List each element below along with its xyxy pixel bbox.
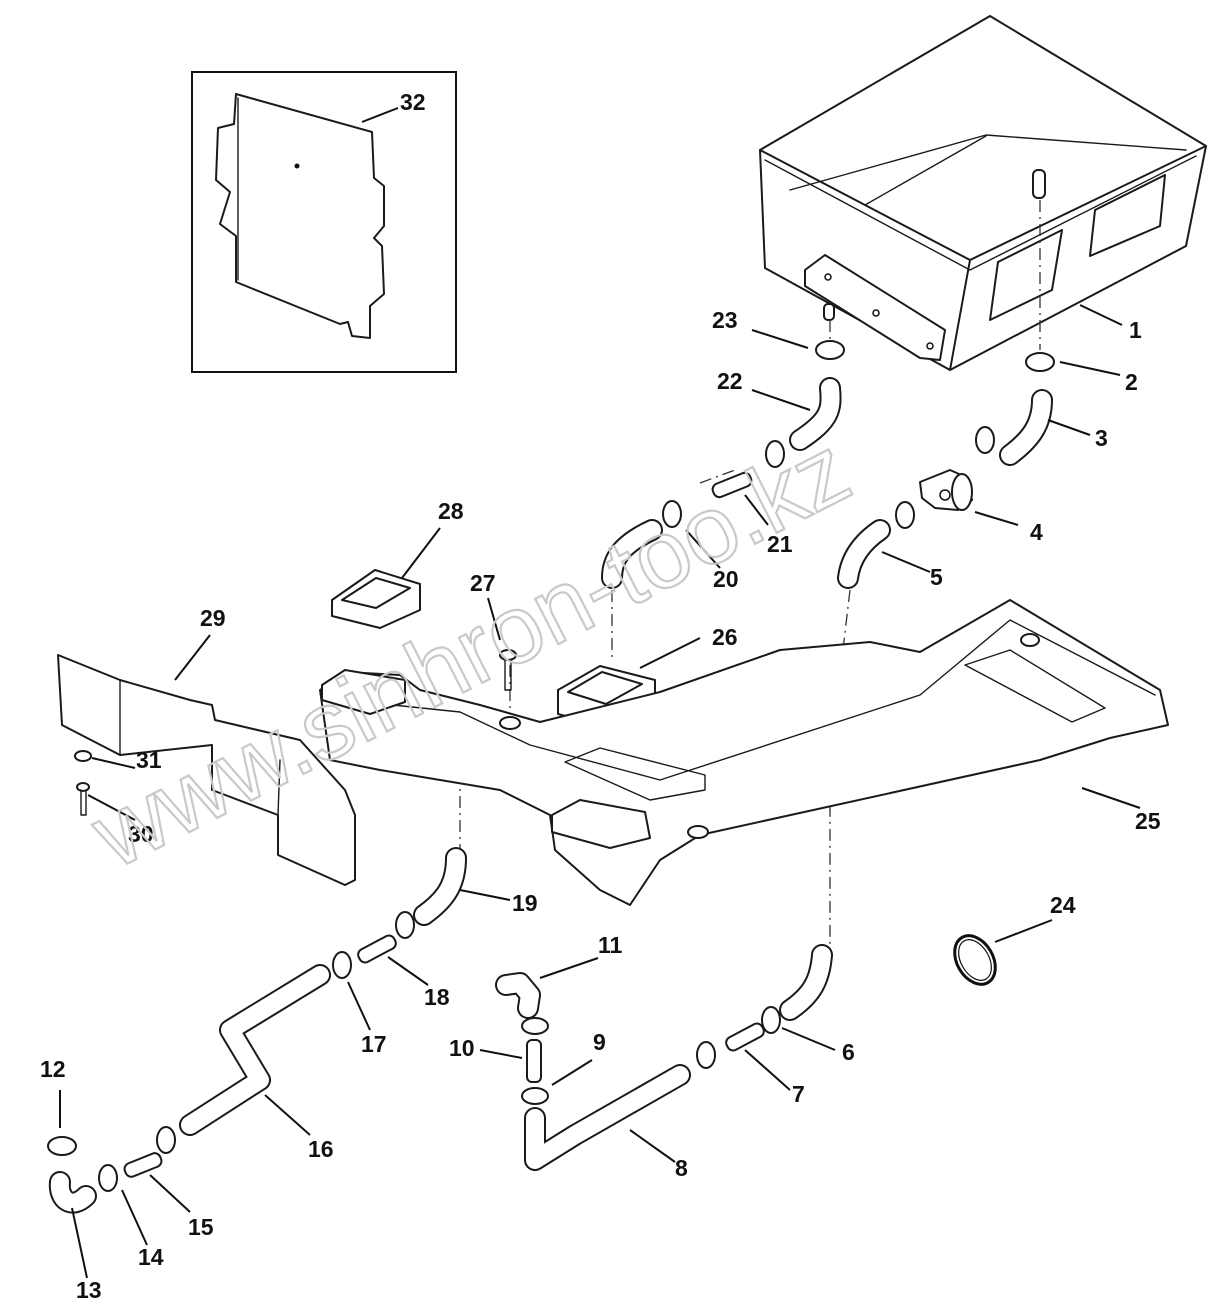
hose-parts [48, 377, 1053, 1214]
cabinet-box [759, 15, 1207, 371]
callout-17: 17 [361, 1031, 387, 1057]
callout-3: 3 [1095, 425, 1108, 451]
callout-22: 22 [717, 368, 743, 394]
bracket-29 [57, 654, 356, 886]
callout-20: 20 [713, 566, 739, 592]
callout-15: 15 [188, 1214, 214, 1240]
callout-18: 18 [424, 984, 450, 1010]
callout-12: 12 [40, 1056, 66, 1082]
clamps-and-tubes [47, 340, 1055, 1192]
callout-8: 8 [675, 1155, 688, 1181]
callout-11: 11 [598, 932, 623, 958]
callout-19: 19 [512, 890, 538, 916]
callout-7: 7 [792, 1081, 805, 1107]
callout-21: 21 [767, 531, 793, 557]
callout-26: 26 [712, 624, 738, 650]
inset-panel [191, 71, 457, 373]
callout-6: 6 [842, 1039, 855, 1065]
callout-5: 5 [930, 564, 943, 590]
callout-32: 32 [400, 89, 426, 115]
callout-16: 16 [308, 1136, 334, 1162]
callout-31: 31 [136, 747, 162, 773]
callout-2: 2 [1125, 369, 1138, 395]
callout-13: 13 [76, 1277, 102, 1303]
callout-24: 24 [1050, 892, 1076, 918]
callout-leaders [59, 107, 1141, 1279]
callout-30: 30 [128, 821, 154, 847]
screw-30-31 [74, 750, 92, 816]
callout-9: 9 [593, 1029, 606, 1055]
callout-27: 27 [470, 570, 496, 596]
pump-valve [919, 469, 973, 511]
callout-labels: 1 2 3 4 5 6 7 8 9 10 11 12 13 14 15 16 1… [40, 89, 1161, 1303]
base-tray [319, 599, 1169, 906]
callout-25: 25 [1135, 808, 1161, 834]
callout-14: 14 [138, 1244, 164, 1270]
callout-28: 28 [438, 498, 464, 524]
callout-4: 4 [1030, 519, 1043, 545]
callout-29: 29 [200, 605, 226, 631]
screw-27 [499, 649, 517, 691]
callout-1: 1 [1129, 317, 1142, 343]
callout-23: 23 [712, 307, 738, 333]
callout-10: 10 [449, 1035, 475, 1061]
